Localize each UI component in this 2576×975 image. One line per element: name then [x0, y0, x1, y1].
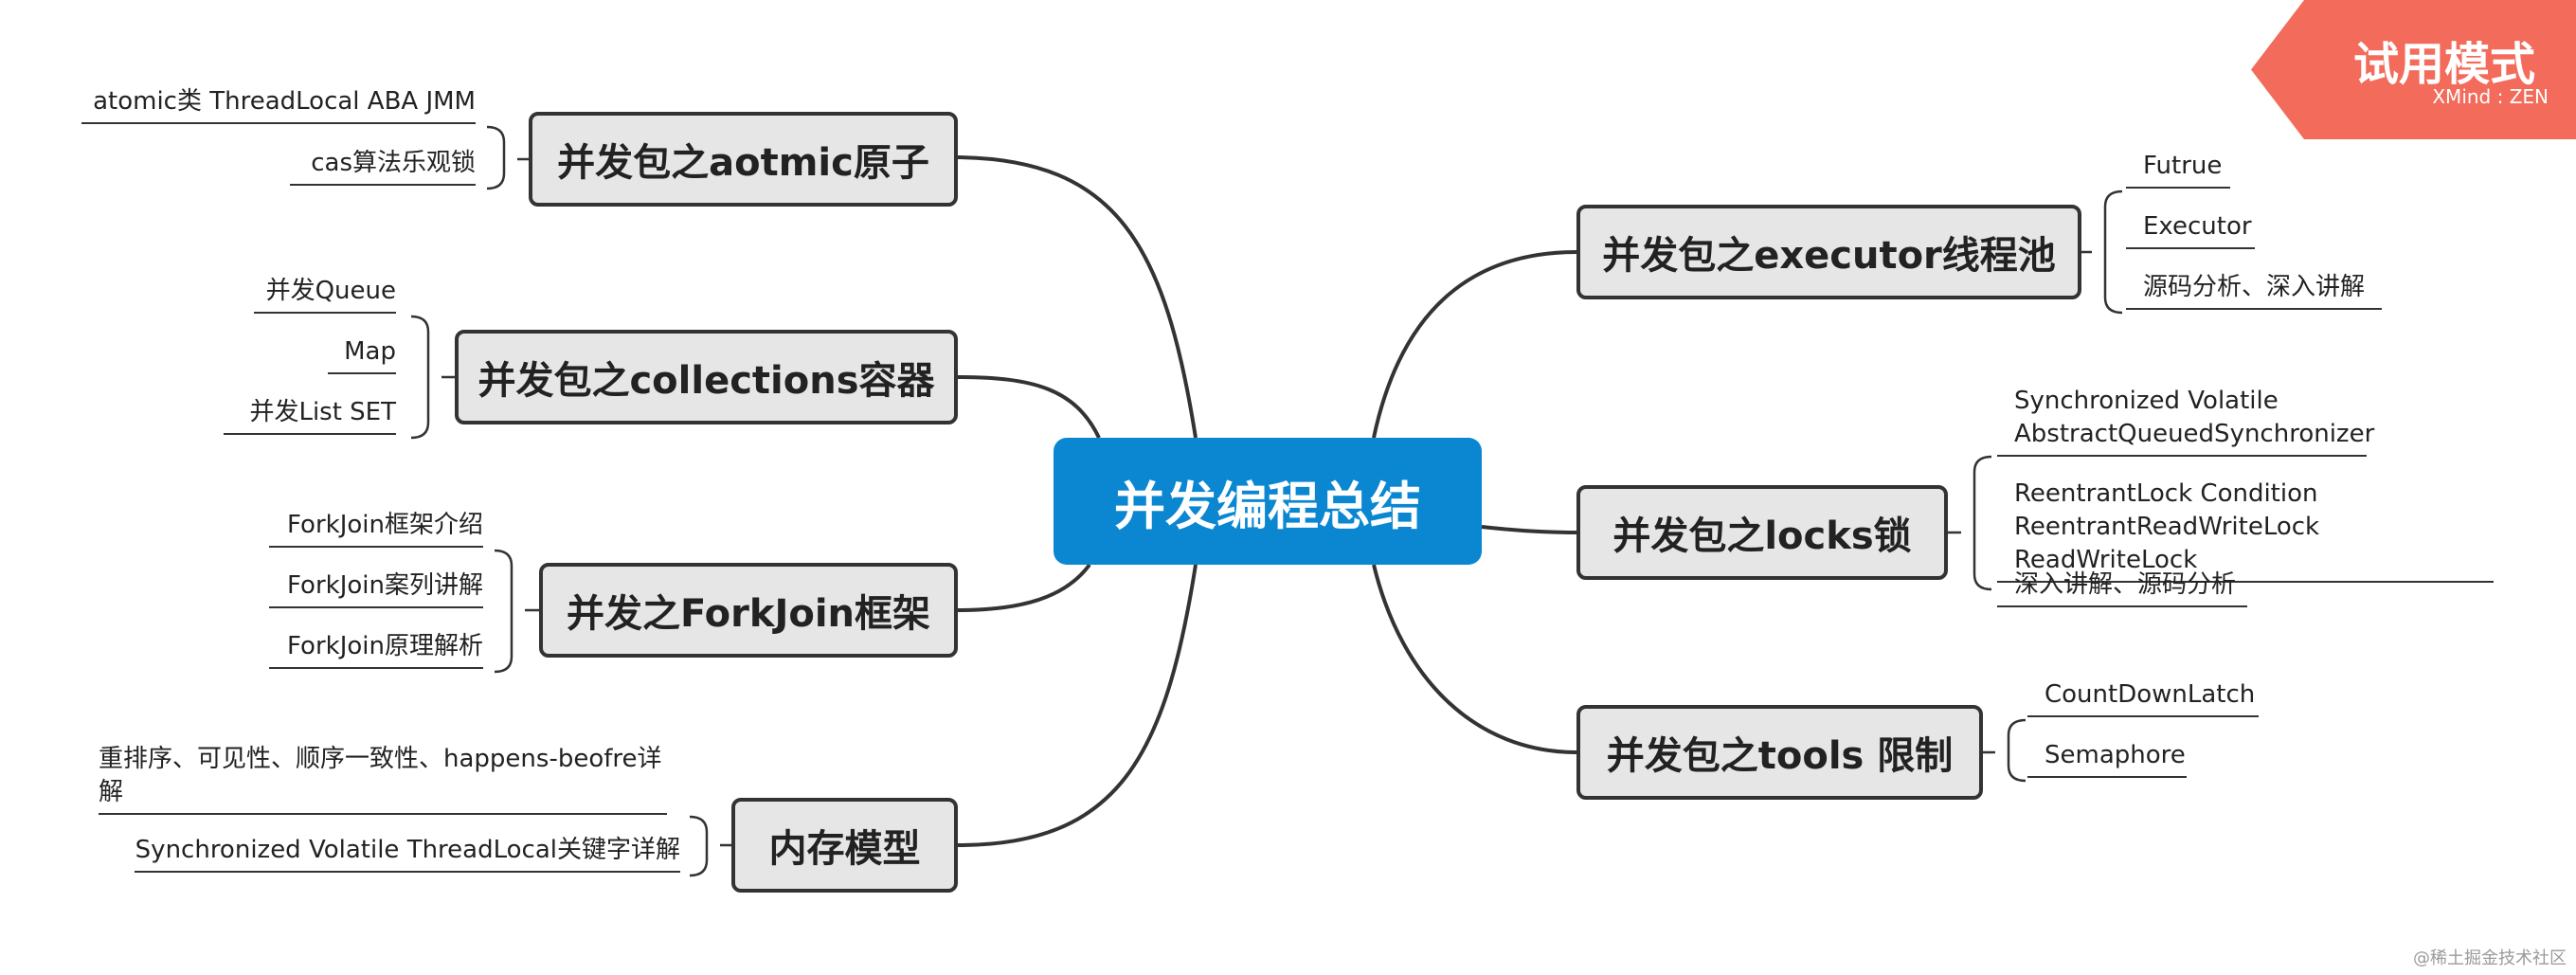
connector-central-forkjoin: [957, 563, 1091, 612]
leaf-reordering[interactable]: 重排序、可见性、顺序一致性、happens-beofre详解: [99, 743, 667, 815]
leaf-countdownlatch[interactable]: CountDownLatch: [2027, 678, 2259, 717]
topic-tools[interactable]: 并发包之tools 限制: [1576, 705, 1983, 800]
leaf-future[interactable]: Futrue: [2126, 150, 2230, 189]
trial-mode-label[interactable]: 试用模式: [2352, 38, 2535, 91]
leaf-label: atomic类 ThreadLocal ABA JMM: [93, 87, 476, 116]
connector-central-tools: [1372, 564, 1577, 754]
bracket-memory-bracket: [689, 815, 709, 877]
leaf-label: Executor: [2143, 212, 2252, 241]
leaf-executor[interactable]: Executor: [2126, 210, 2255, 249]
leaf-forkjoin-case[interactable]: ForkJoin案列讲解: [269, 569, 483, 608]
leaf-map[interactable]: Map: [328, 335, 396, 374]
leaf-atomic-classes[interactable]: atomic类 ThreadLocal ABA JMM: [81, 85, 476, 124]
leaf-label: ReentrantLock Condition ReentrantReadWri…: [2014, 479, 2320, 574]
leaf-label: 重排序、可见性、顺序一致性、happens-beofre详解: [99, 745, 662, 806]
leaf-label: ForkJoin原理解析: [287, 632, 483, 660]
leaf-label: Map: [344, 337, 396, 366]
leaf-reentrant-locks[interactable]: ReentrantLock Condition ReentrantReadWri…: [1997, 478, 2494, 583]
leaf-queue[interactable]: 并发Queue: [254, 275, 396, 314]
connector-central-memory: [957, 564, 1198, 847]
trial-ribbon-icon[interactable]: [2251, 0, 2576, 139]
bracket-executor-bracket: [2103, 190, 2123, 315]
topic-memory-model[interactable]: 内存模型: [731, 798, 958, 893]
watermark: @稀土掘金技术社区: [2413, 948, 2567, 968]
leaf-synchronized-aqs[interactable]: Synchronized Volatile AbstractQueuedSync…: [1997, 385, 2375, 457]
leaf-cas[interactable]: cas算法乐观锁: [290, 147, 476, 186]
topic-forkjoin[interactable]: 并发之ForkJoin框架: [539, 563, 958, 658]
leaf-label: Synchronized Volatile AbstractQueuedSync…: [2014, 387, 2375, 448]
bracket-tools-bracket: [2007, 718, 2027, 783]
xmind-zen-label: XMind : ZEN: [2432, 85, 2549, 108]
leaf-list-set[interactable]: 并发List SET: [224, 396, 396, 435]
leaf-label: ForkJoin案列讲解: [287, 571, 483, 600]
topic-collections[interactable]: 并发包之collections容器: [455, 330, 958, 424]
leaf-label: 并发Queue: [265, 277, 396, 305]
bracket-forkjoin-bracket: [494, 549, 513, 674]
leaf-label: 源码分析、深入讲解: [2143, 273, 2366, 301]
leaf-executor-source[interactable]: 源码分析、深入讲解: [2126, 271, 2382, 310]
topic-locks[interactable]: 并发包之locks锁: [1576, 485, 1948, 580]
leaf-locks-source[interactable]: 深入讲解、源码分析: [1997, 569, 2247, 607]
connector-central-executor: [1372, 250, 1577, 439]
leaf-forkjoin-principle[interactable]: ForkJoin原理解析: [269, 630, 483, 669]
bracket-atomic-bracket: [486, 125, 506, 190]
bracket-locks-bracket: [1973, 455, 1992, 591]
connector-central-locks: [1481, 525, 1577, 534]
leaf-label: ForkJoin框架介绍: [287, 511, 483, 539]
topic-executor[interactable]: 并发包之executor线程池: [1576, 205, 2081, 299]
leaf-semaphore[interactable]: Semaphore: [2027, 739, 2187, 778]
leaf-label: Synchronized Volatile ThreadLocal关键字详解: [135, 836, 680, 864]
leaf-label: CountDownLatch: [2045, 680, 2256, 709]
leaf-label: 深入讲解、源码分析: [2014, 570, 2237, 599]
connector-central-atomic: [957, 155, 1198, 439]
leaf-label: 并发List SET: [249, 398, 396, 426]
leaf-forkjoin-intro[interactable]: ForkJoin框架介绍: [269, 509, 483, 548]
topic-atomic[interactable]: 并发包之aotmic原子: [529, 112, 958, 207]
leaf-keywords[interactable]: Synchronized Volatile ThreadLocal关键字详解: [135, 834, 680, 873]
bracket-collections-bracket: [410, 315, 430, 440]
leaf-label: Futrue: [2143, 152, 2223, 180]
leaf-label: Semaphore: [2045, 741, 2186, 769]
central-topic[interactable]: 并发编程总结: [1054, 438, 1482, 565]
leaf-label: cas算法乐观锁: [311, 149, 476, 177]
connector-central-collections: [957, 375, 1101, 439]
